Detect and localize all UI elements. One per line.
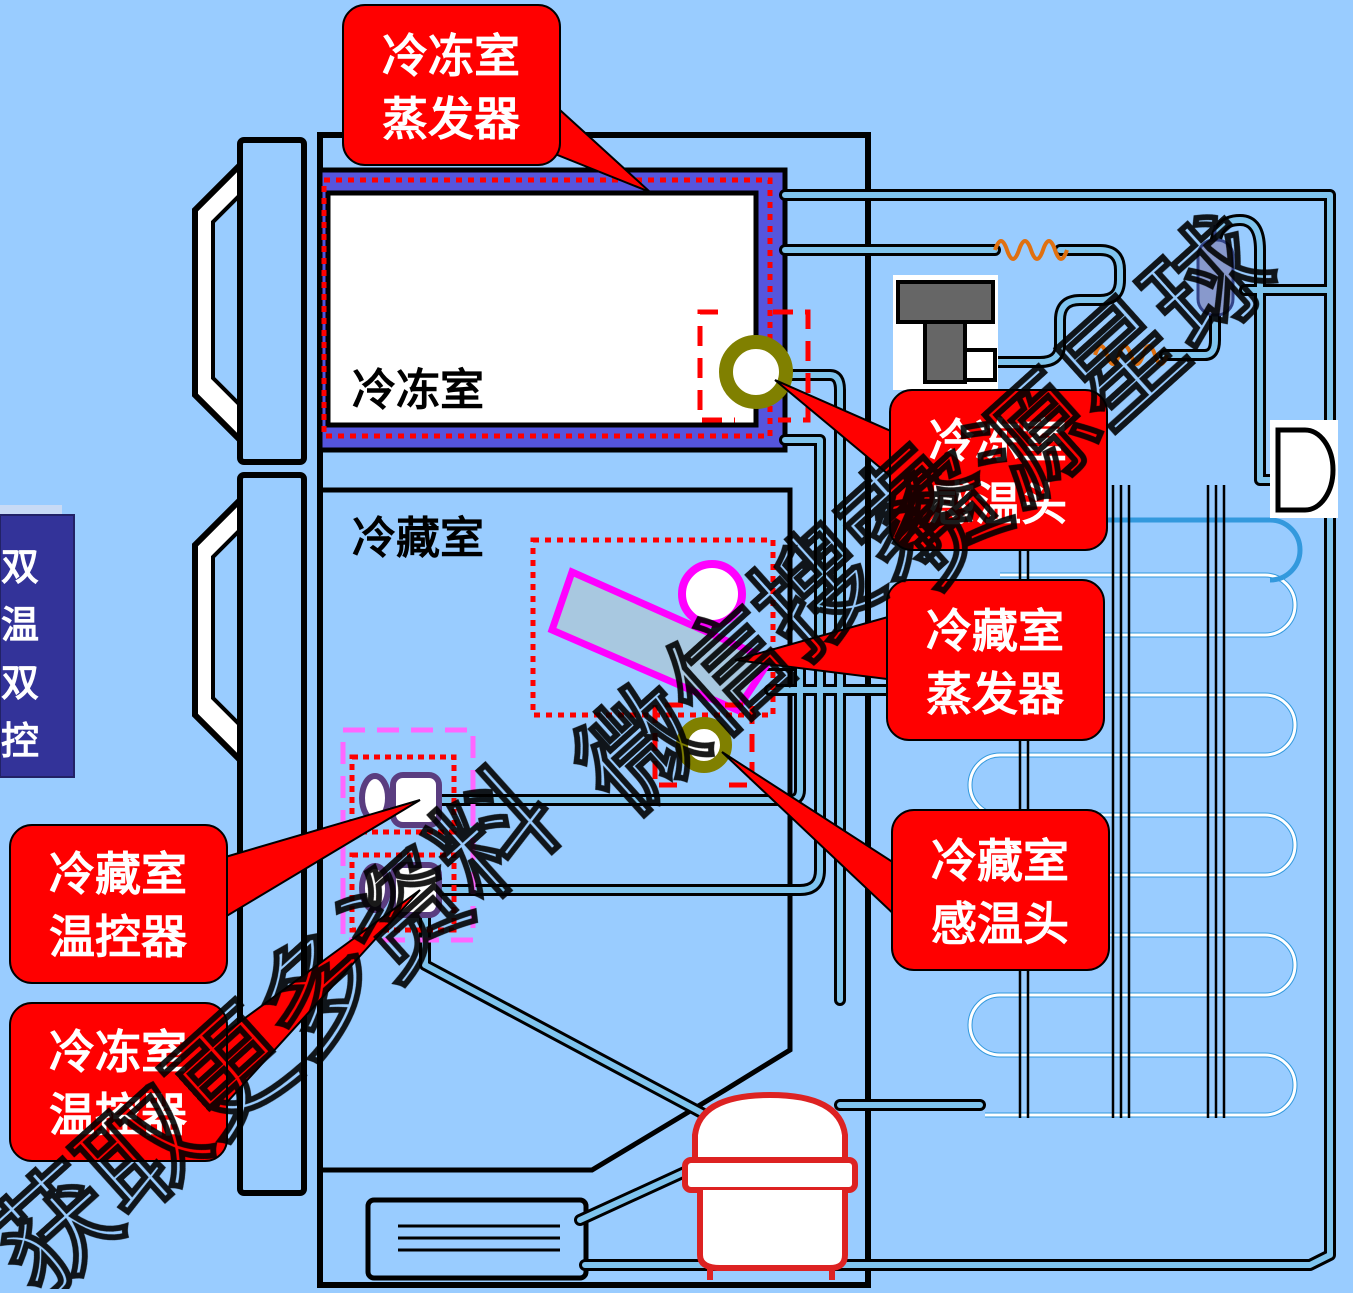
callout-freezer-evaporator: 冷冻室 蒸发器: [342, 4, 651, 193]
callout-freezer-sensor-line2: 感温头: [929, 477, 1067, 531]
banner-char-2: 温: [1, 603, 39, 647]
freezer-temp-sensor: [697, 309, 811, 423]
callout-fridge-thermostat-line2: 温控器: [49, 910, 188, 964]
callout-fridge-thermostat-line1: 冷藏室: [49, 847, 187, 901]
freezer-label: 冷冻室: [352, 365, 484, 416]
condenser-outlet: [1270, 420, 1338, 518]
drier-filter: [1196, 225, 1235, 317]
refrigerant-pipes: [419, 189, 1336, 1271]
fridge-label: 冷藏室: [352, 513, 484, 564]
callout-fridge-thermostat: 冷藏室 温控器: [9, 799, 421, 984]
fridge-temp-sensor: [652, 702, 755, 788]
callout-freezer-evaporator-line1: 冷冻室: [382, 29, 520, 83]
callout-freezer-evaporator-line2: 蒸发器: [382, 92, 521, 146]
upper-door: [237, 137, 307, 465]
banner-char-4: 控: [1, 719, 39, 763]
upper-door-handle: [192, 157, 243, 448]
callout-freezer-sensor: 冷冻室 感温头: [774, 379, 1108, 551]
banner-char-1: 双: [1, 545, 39, 589]
callout-freezer-sensor-line1: 冷冻室: [929, 414, 1067, 468]
callout-fridge-sensor-line2: 感温头: [931, 897, 1069, 951]
callout-fridge-sensor-line1: 冷藏室: [931, 834, 1069, 888]
fridge-thermostat-device: [359, 772, 442, 828]
solenoid-valve: [893, 275, 998, 390]
compressor: [682, 1091, 858, 1280]
callout-freezer-thermostat-line1: 冷冻室: [49, 1025, 187, 1079]
side-banner: 双 温 双 控: [0, 505, 75, 778]
capillary-coils: [993, 239, 1169, 366]
banner-char-3: 双: [1, 661, 39, 705]
freezer-evaporator-highlight: [321, 177, 773, 439]
lower-door-handle: [192, 492, 243, 768]
fridge-compartment: [320, 487, 793, 1173]
callout-fridge-evaporator-line1: 冷藏室: [926, 604, 1064, 658]
callout-freezer-thermostat: 冷冻室 温控器: [9, 889, 421, 1162]
callout-fridge-evaporator: 冷藏室 蒸发器: [734, 579, 1105, 741]
callout-fridge-sensor: 冷藏室 感温头: [721, 751, 1110, 971]
drip-tray: [365, 1197, 589, 1281]
callout-fridge-evaporator-line2: 蒸发器: [926, 667, 1065, 721]
fridge-evaporator: [530, 537, 776, 718]
callout-freezer-thermostat-line2: 温控器: [49, 1088, 188, 1142]
